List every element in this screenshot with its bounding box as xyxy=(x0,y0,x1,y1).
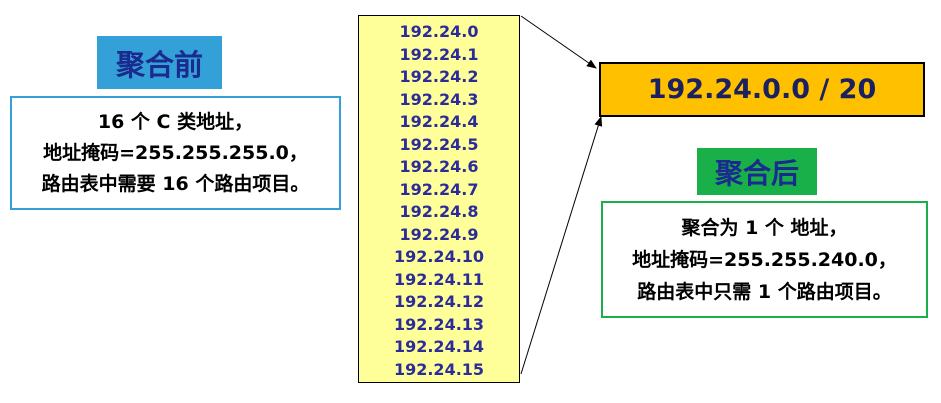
before-description-box: 16 个 C 类地址， 地址掩码=255.255.255.0， 路由表中需要 1… xyxy=(10,96,341,210)
network-item: 192.24.11 xyxy=(393,269,485,289)
network-item: 192.24.3 xyxy=(399,89,479,109)
network-item: 192.24.15 xyxy=(393,359,485,379)
after-line-2: 地址掩码=255.255.240.0， xyxy=(632,248,897,271)
after-label: 聚合后 xyxy=(697,148,817,195)
after-line-1: 聚合为 1 个 地址， xyxy=(681,216,848,239)
before-line-2: 地址掩码=255.255.255.0， xyxy=(43,141,308,164)
network-item: 192.24.0 xyxy=(399,22,479,41)
before-line-3: 路由表中需要 16 个路由项目。 xyxy=(41,172,310,195)
network-list: 192.24.0 192.24.1 192.24.2 192.24.3 192.… xyxy=(358,15,520,383)
network-item: 192.24.4 xyxy=(399,112,479,131)
network-item: 192.24.2 xyxy=(399,67,479,86)
before-line-1: 16 个 C 类地址， xyxy=(97,110,254,133)
network-item: 192.24.13 xyxy=(393,314,485,334)
network-item: 192.24.9 xyxy=(399,224,479,244)
aggregated-prefix-box: 192.24.0.0 / 20 xyxy=(599,62,925,117)
network-item: 192.24.14 xyxy=(393,337,485,356)
aggregated-prefix: 192.24.0.0 / 20 xyxy=(647,74,877,105)
after-description-box: 聚合为 1 个 地址， 地址掩码=255.255.240.0， 路由表中只需 1… xyxy=(601,201,928,318)
network-item: 192.24.8 xyxy=(399,202,479,221)
after-line-3: 路由表中只需 1 个路由项目。 xyxy=(637,280,892,303)
network-item: 192.24.12 xyxy=(393,292,485,311)
network-item: 192.24.6 xyxy=(399,157,479,176)
before-label: 聚合前 xyxy=(97,36,222,89)
network-item: 192.24.1 xyxy=(399,44,479,64)
network-item: 192.24.5 xyxy=(399,134,479,154)
arrow-from-top xyxy=(520,15,597,69)
network-item: 192.24.7 xyxy=(399,179,479,199)
arrow-from-bottom xyxy=(520,116,603,375)
network-item: 192.24.10 xyxy=(393,247,485,266)
